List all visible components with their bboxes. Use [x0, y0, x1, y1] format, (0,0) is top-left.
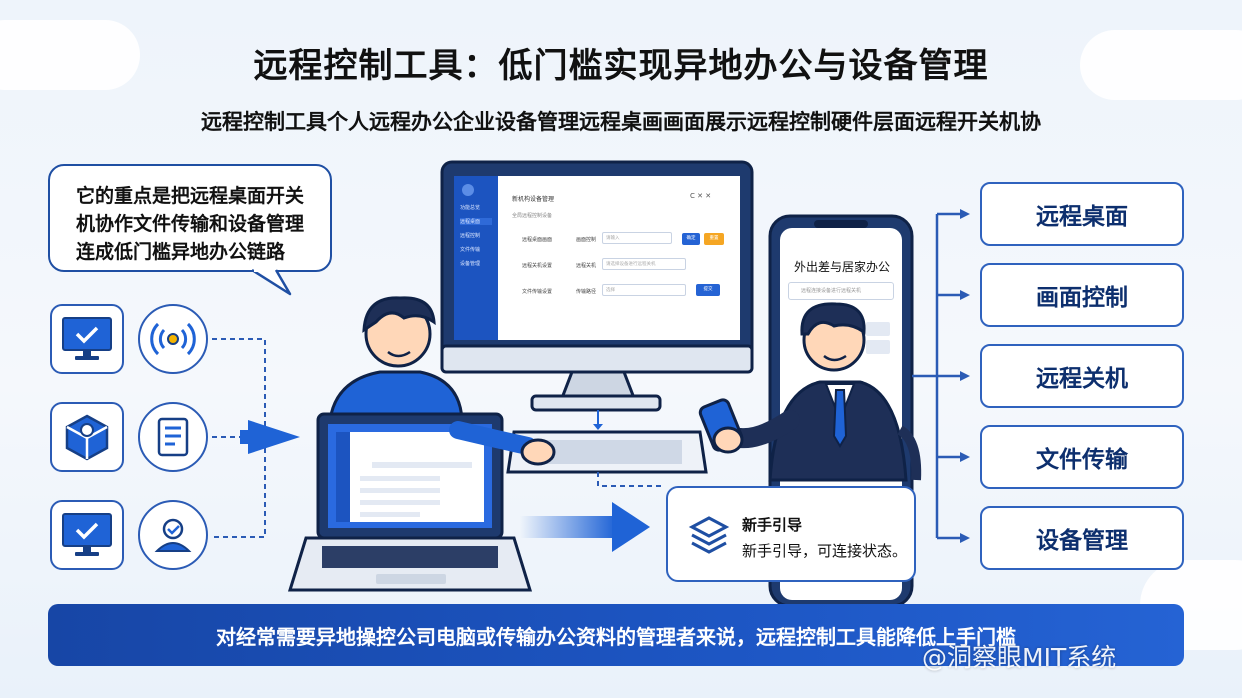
callout-line: 它的重点是把远程桌面开关 [76, 185, 305, 207]
row-field: 远程关机 [576, 263, 597, 269]
bottom-banner: 对经常需要异地操控公司电脑或传输办公资料的管理者来说，远程控制工具能降低上手门槛 [48, 604, 1184, 666]
user-badge-icon [138, 500, 208, 570]
row-field: 传输路径 [576, 289, 597, 295]
feature-remote-shutdown: 远程关机 [980, 344, 1184, 408]
left-connectors [212, 338, 300, 538]
sidebar-item[interactable]: 功能总览 [460, 205, 481, 211]
feature-device-management: 设备管理 [980, 506, 1184, 570]
monitor-sidebar: 功能总览 远程桌面 远程控制 文件传输 设备管理 [454, 176, 498, 340]
avatar [462, 184, 474, 196]
confirm-button[interactable]: 确定 [682, 233, 700, 245]
monitor-check-icon [50, 304, 124, 374]
phone-title: 外出差与居家办公 [793, 260, 890, 274]
document-list-icon [138, 402, 208, 472]
row-label: 远程关机设置 [522, 263, 553, 269]
callout-line: 机协作文件传输和设备管理 [76, 213, 305, 235]
right-connectors [912, 209, 970, 543]
form-row: 远程桌面画面 画面控制 请输入 [512, 230, 730, 250]
guide-description: 新手引导，可连接状态。 [742, 542, 908, 560]
sidebar-item[interactable]: 远程桌面 [460, 218, 492, 225]
row-label: 远程桌面画面 [522, 237, 553, 243]
callout-line: 连成低门槛异地办公链路 [76, 241, 286, 263]
select-input[interactable]: 选择 [602, 284, 686, 296]
signal-icon [138, 304, 208, 374]
callout-tail [251, 268, 292, 296]
row-label: 文件传输设置 [522, 289, 553, 295]
callout-bubble: 它的重点是把远程桌面开关 机协作文件传输和设备管理 连成低门槛异地办公链路 [48, 164, 332, 272]
guide-connector [597, 472, 664, 487]
phone-search-input[interactable]: 远程连接设备进行远程关机 [788, 282, 894, 300]
row-field: 画面控制 [576, 237, 597, 243]
cloud-decoration [1080, 30, 1242, 100]
form-row: 文件传输设置 传输路径 选择 [512, 282, 730, 302]
window-controls[interactable]: C ✕ ✕ [690, 192, 712, 200]
sidebar-item[interactable]: 设备管理 [460, 261, 481, 267]
text-input[interactable]: 请输入 [602, 232, 672, 244]
businessman [698, 302, 922, 482]
cube-icon [50, 402, 124, 472]
monitor-check-icon [50, 500, 124, 570]
reset-button[interactable]: 重置 [704, 233, 724, 245]
watermark: @洞察眼MIT系统 [922, 643, 1117, 672]
layers-icon [688, 516, 730, 554]
person-with-laptop [287, 296, 556, 592]
feature-screen-control: 画面控制 [980, 263, 1184, 327]
guide-title: 新手引导 [742, 516, 803, 534]
feature-file-transfer: 文件传输 [980, 425, 1184, 489]
flow-arrow [520, 502, 650, 552]
feature-remote-desktop: 远程桌面 [980, 182, 1184, 246]
submit-button[interactable]: 提交 [696, 284, 720, 296]
sidebar-item[interactable]: 远程控制 [460, 233, 481, 239]
form-row: 远程关机设置 远程关机 请选择设备进行远程关机 [512, 256, 730, 276]
page-subtitle: 远程控制工具个人远程办公企业设备管理远程桌画画面展示远程控制硬件层面远程开关机协 [201, 110, 1041, 134]
sidebar-item[interactable]: 文件传输 [460, 247, 481, 253]
page-title: 远程控制工具：低门槛实现异地办公与设备管理 [253, 46, 989, 86]
banner-text: 对经常需要异地操控公司电脑或传输办公资料的管理者来说，远程控制工具能降低上手门槛 [216, 624, 1016, 649]
cloud-decoration [0, 20, 140, 90]
select-input[interactable]: 请选择设备进行远程关机 [602, 258, 686, 270]
breadcrumb: 全局远程控制设备 [512, 213, 553, 219]
monitor-screen: 功能总览 远程桌面 远程控制 文件传输 设备管理 新机构设备管理 C ✕ ✕ 全… [454, 176, 740, 340]
guide-card: 新手引导 新手引导，可连接状态。 [666, 486, 916, 582]
monitor-header: 新机构设备管理 [512, 196, 555, 203]
